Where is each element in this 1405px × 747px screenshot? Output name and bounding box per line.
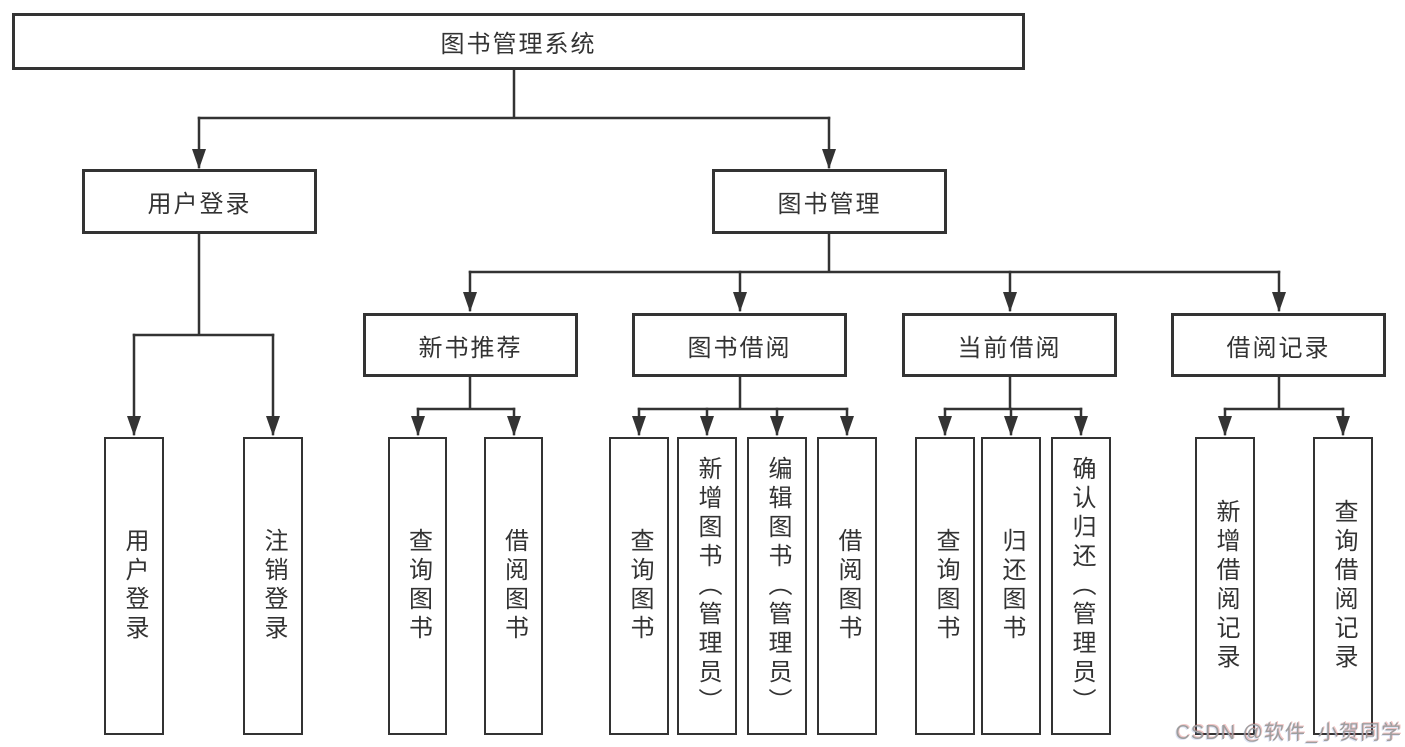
leaf-label: 查询借阅记录 [1330,499,1357,673]
leaf-label: 归还图书 [998,528,1025,644]
leaf-label: 查询图书 [404,528,432,644]
leaf-label: 新增图书（管理员） [694,455,721,717]
leaf-label: 查询图书 [932,528,959,644]
leaf-label: 借阅图书 [834,528,861,644]
leaf-logout: 注销登录 [243,437,303,735]
leaf-confirm-return-admin: 确认归还（管理员） [1051,437,1111,735]
leaf-edit-books-admin: 编辑图书（管理员） [747,437,807,735]
leaf-label: 用户登录 [121,528,148,644]
leaf-label: 查询图书 [626,528,653,644]
node-current-borrowing: 当前借阅 [902,313,1117,377]
node-borrowing-records: 借阅记录 [1171,313,1386,377]
node-book-borrowing: 图书借阅 [632,313,847,377]
leaf-label: 注销登录 [260,528,287,644]
leaf-query-books-borrowing: 查询图书 [609,437,669,735]
node-new-book-recommendation: 新书推荐 [363,313,578,377]
leaf-label: 借阅图书 [500,528,528,644]
node-library-management-system: 图书管理系统 [12,13,1025,70]
leaf-borrow-books-borrowing: 借阅图书 [817,437,877,735]
leaf-add-books-admin: 新增图书（管理员） [677,437,737,735]
node-user-login: 用户登录 [82,169,317,234]
leaf-label: 编辑图书（管理员） [764,455,791,717]
node-book-management: 图书管理 [712,169,947,234]
leaf-label: 确认归还（管理员） [1068,455,1095,717]
leaf-user-login: 用户登录 [104,437,164,735]
leaf-return-books: 归还图书 [981,437,1041,735]
leaf-query-borrow-record: 查询借阅记录 [1313,437,1373,735]
leaf-label: 新增借阅记录 [1212,499,1239,673]
leaf-query-books-current: 查询图书 [915,437,975,735]
leaf-add-borrow-record: 新增借阅记录 [1195,437,1255,735]
leaf-query-books-recommend: 查询图书 [388,437,447,735]
leaf-borrow-books-recommend: 借阅图书 [484,437,543,735]
csdn-watermark: CSDN @软件_小贺同学 [1175,722,1402,744]
